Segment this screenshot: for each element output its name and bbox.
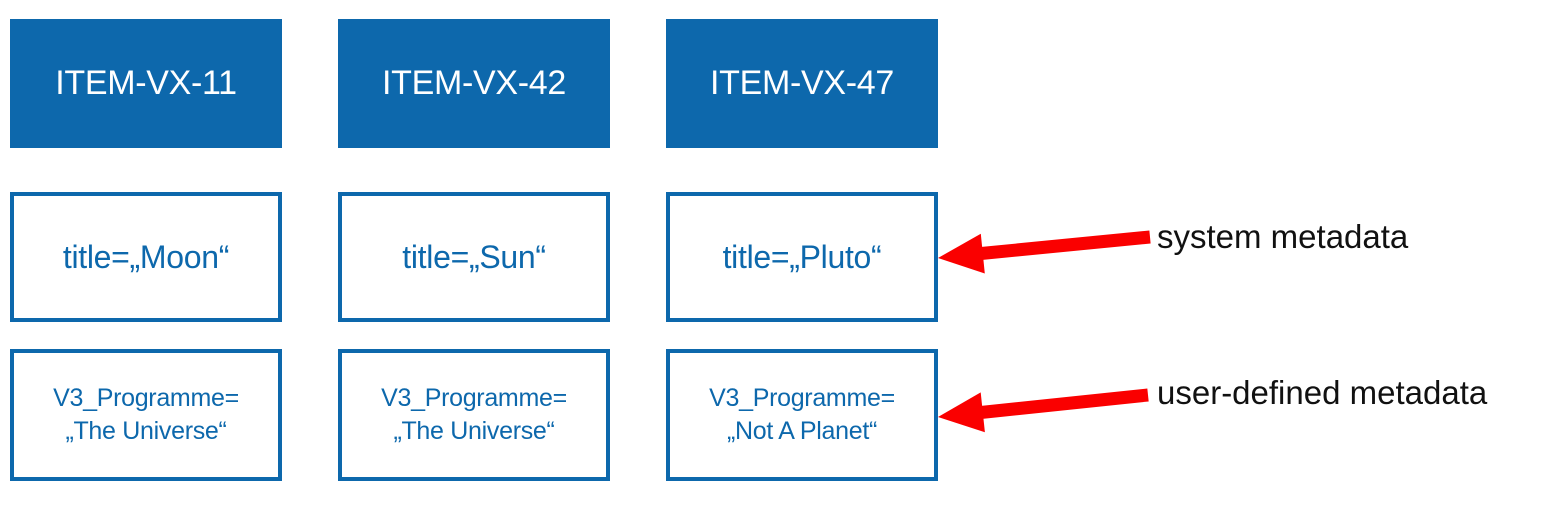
item-id-label: ITEM-VX-11 — [55, 64, 237, 102]
user-metadata-box-1: V3_Programme= „The Universe“ — [10, 349, 282, 481]
system-metadata-label: system metadata — [1157, 218, 1409, 255]
user-metadata-value: „The Universe“ — [393, 417, 555, 445]
system-metadata-box-3: title=„Pluto“ — [666, 192, 938, 322]
user-arrow-icon — [938, 388, 1149, 433]
item-id-label: ITEM-VX-42 — [381, 64, 567, 102]
user-metadata-key: V3_Programme= — [709, 384, 895, 412]
item-id-box-3: ITEM-VX-47 — [666, 19, 938, 148]
user-metadata-box-2: V3_Programme= „The Universe“ — [338, 349, 610, 481]
user-metadata-value: „Not A Planet“ — [726, 417, 878, 445]
user-defined-metadata-label: user-defined metadata — [1157, 374, 1488, 411]
user-metadata-box-3: V3_Programme= „Not A Planet“ — [666, 349, 938, 481]
user-metadata-key: V3_Programme= — [381, 384, 567, 412]
system-metadata-text: title=„Moon“ — [62, 238, 230, 275]
system-metadata-box-2: title=„Sun“ — [338, 192, 610, 322]
item-id-box-1: ITEM-VX-11 — [10, 19, 282, 148]
user-metadata-value: „The Universe“ — [65, 417, 227, 445]
system-metadata-text: title=„Pluto“ — [722, 238, 882, 275]
user-metadata-key: V3_Programme= — [53, 384, 239, 412]
system-metadata-text: title=„Sun“ — [402, 238, 546, 275]
system-metadata-box-1: title=„Moon“ — [10, 192, 282, 322]
item-id-label: ITEM-VX-47 — [709, 64, 895, 102]
item-id-box-2: ITEM-VX-42 — [338, 19, 610, 148]
system-arrow-icon — [938, 230, 1151, 274]
